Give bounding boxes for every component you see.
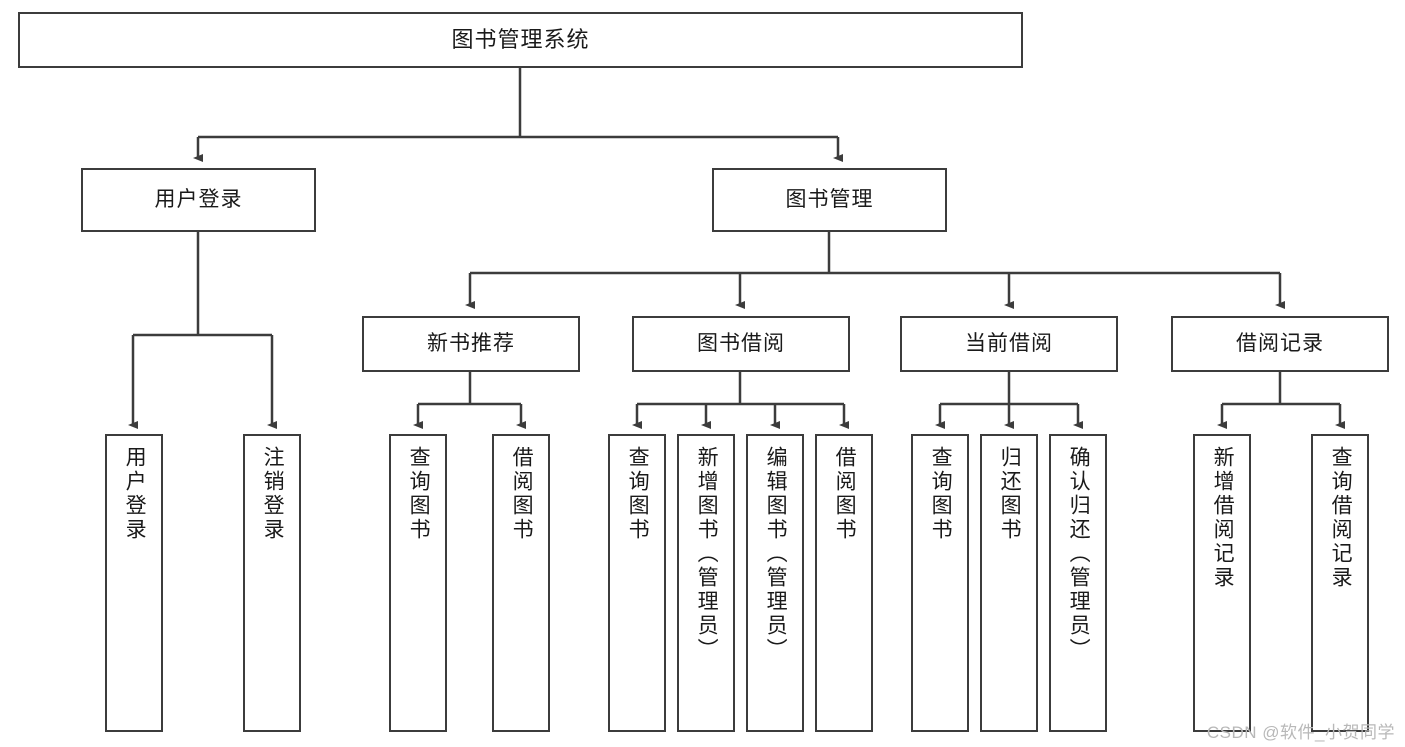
node-label: 新增借阅记录	[1211, 446, 1235, 590]
node-label: 注销登录	[261, 446, 285, 542]
leaf-record-query-record[interactable]: 查询借阅记录	[1311, 434, 1369, 732]
node-label: 查询图书	[626, 446, 650, 542]
watermark: CSDN @软件_小贺同学	[1206, 723, 1395, 742]
node-book-borrow[interactable]: 图书借阅	[632, 316, 850, 372]
node-label: 查询图书	[407, 446, 431, 542]
node-label: 新增图书（管理员）	[695, 446, 719, 662]
node-label: 查询借阅记录	[1329, 446, 1353, 590]
node-label: 归还图书	[998, 446, 1022, 542]
node-borrow-record[interactable]: 借阅记录	[1171, 316, 1389, 372]
node-label: 当前借阅	[965, 331, 1053, 355]
node-book-management[interactable]: 图书管理	[712, 168, 947, 232]
leaf-record-add-record[interactable]: 新增借阅记录	[1193, 434, 1251, 732]
leaf-current-confirm-return-admin[interactable]: 确认归还（管理员）	[1049, 434, 1107, 732]
node-label: 确认归还（管理员）	[1067, 446, 1091, 662]
node-label: 图书管理	[785, 187, 874, 211]
leaf-current-query-book[interactable]: 查询图书	[911, 434, 969, 732]
leaf-user-login-logout[interactable]: 注销登录	[243, 434, 301, 732]
leaf-borrow-query-book[interactable]: 查询图书	[608, 434, 666, 732]
node-current-borrow[interactable]: 当前借阅	[900, 316, 1118, 372]
node-label: 借阅记录	[1236, 331, 1324, 355]
leaf-user-login-login[interactable]: 用户登录	[105, 434, 163, 732]
node-new-book-recommend[interactable]: 新书推荐	[362, 316, 580, 372]
node-user-login[interactable]: 用户登录	[81, 168, 316, 232]
leaf-recommend-borrow-book[interactable]: 借阅图书	[492, 434, 550, 732]
leaf-borrow-edit-book-admin[interactable]: 编辑图书（管理员）	[746, 434, 804, 732]
node-label: 图书管理系统	[451, 27, 590, 53]
leaf-borrow-add-book-admin[interactable]: 新增图书（管理员）	[677, 434, 735, 732]
node-label: 编辑图书（管理员）	[764, 446, 788, 662]
node-root-system[interactable]: 图书管理系统	[18, 12, 1023, 68]
node-label: 新书推荐	[427, 331, 515, 355]
node-label: 用户登录	[123, 446, 147, 542]
leaf-current-return-book[interactable]: 归还图书	[980, 434, 1038, 732]
node-label: 用户登录	[154, 187, 243, 211]
node-label: 查询图书	[929, 446, 953, 542]
node-label: 图书借阅	[697, 331, 785, 355]
node-label: 借阅图书	[510, 446, 534, 542]
node-label: 借阅图书	[833, 446, 857, 542]
leaf-borrow-borrow-book[interactable]: 借阅图书	[815, 434, 873, 732]
leaf-recommend-query-book[interactable]: 查询图书	[389, 434, 447, 732]
